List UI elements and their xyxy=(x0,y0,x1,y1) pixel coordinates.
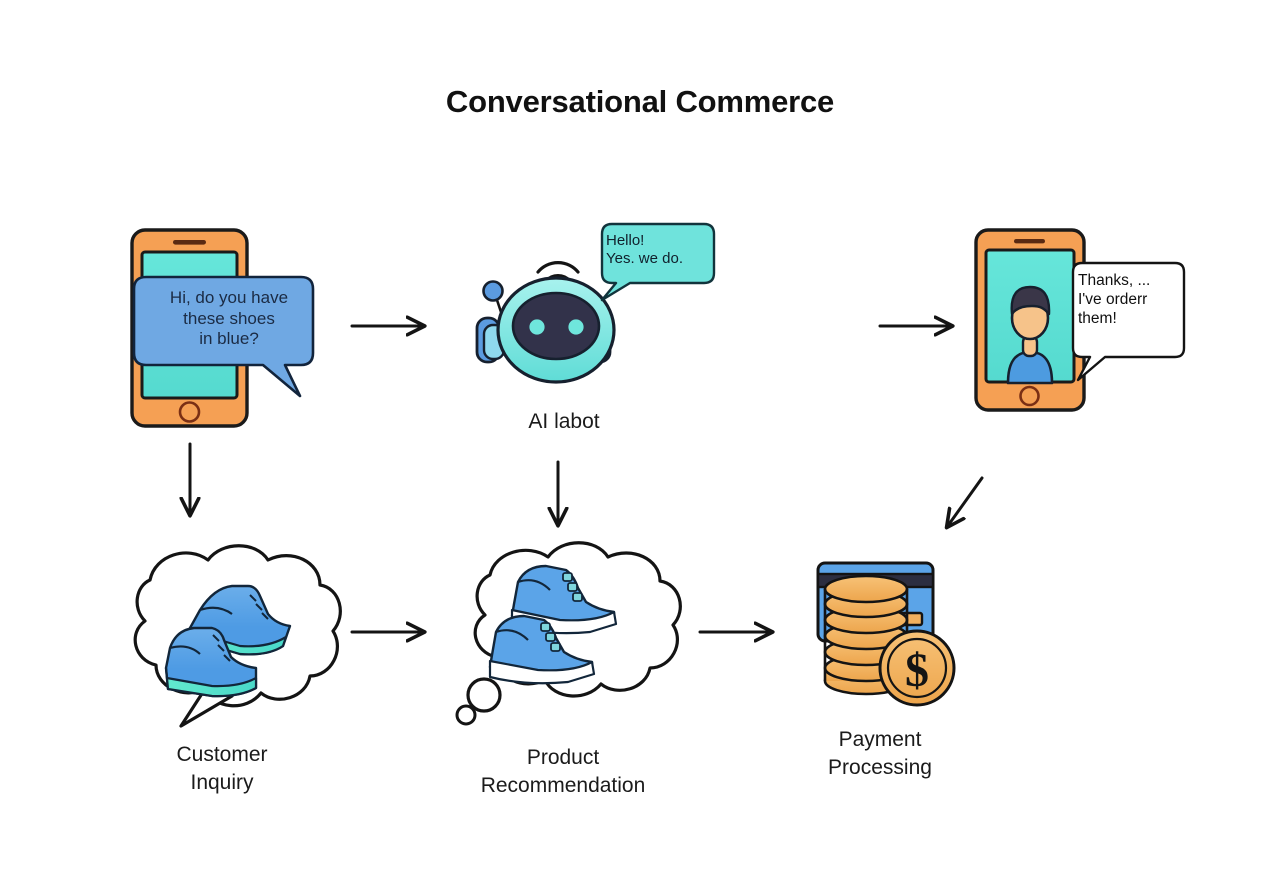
customer-inquiry-label: Customer Inquiry xyxy=(176,743,268,794)
svg-text:$: $ xyxy=(905,644,929,697)
coin-stack-icon xyxy=(823,574,909,696)
customer-inquiry-icon xyxy=(133,544,342,728)
user-avatar-icon xyxy=(1006,285,1054,385)
payment-processing-label: Payment Processing xyxy=(828,728,932,779)
customer-message-text: Hi, do you have these shoes in blue? xyxy=(169,288,289,349)
arrow-confirm-to-payment xyxy=(947,476,984,527)
ai-bot-label: AI labot xyxy=(528,410,600,433)
shoe-icon xyxy=(488,614,596,685)
page-title: Conversational Commerce xyxy=(445,84,835,119)
credit-card-icon xyxy=(816,561,935,643)
shoe-icon xyxy=(164,626,258,698)
product-recommendation-label: Product Recommendation xyxy=(480,746,646,797)
shoe-icon xyxy=(188,584,292,656)
product-recommendation-icon xyxy=(455,541,682,726)
bot-reply-text: Hello! Yes. we do. xyxy=(606,232,683,268)
dollar-coin-icon: $ xyxy=(878,629,956,707)
ai-bot-icon xyxy=(475,261,616,384)
confirmation-text: Thanks, ... I've orderr them! xyxy=(1078,272,1151,327)
shoe-icon xyxy=(510,564,618,635)
confirmation-phone-icon xyxy=(974,228,1086,412)
payment-processing-icon: $ xyxy=(816,561,956,707)
